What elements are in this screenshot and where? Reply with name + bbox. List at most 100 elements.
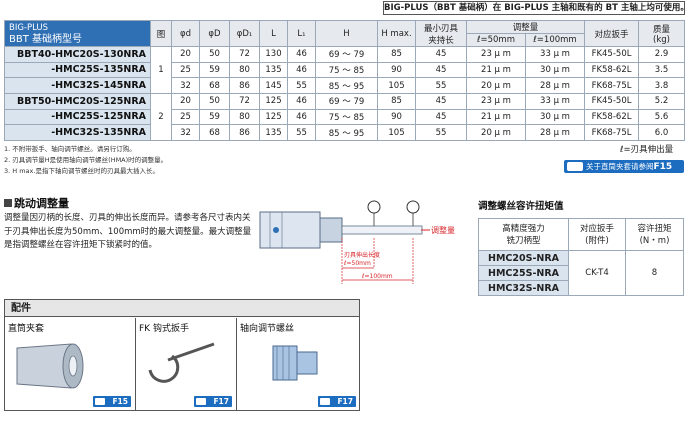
- col-adjust: 调整量: [465, 20, 586, 34]
- straight-collet-icon: [16, 343, 84, 389]
- pointing-hand-icon: [95, 398, 105, 405]
- model-cell: -HMC32S-145NRA: [4, 77, 151, 94]
- accessory-label: FK 钩式扳手: [139, 324, 189, 334]
- cell-adj100: 28 μ m: [524, 77, 586, 94]
- tool-shank: [341, 225, 423, 235]
- cell-wrench: FK58-62L: [584, 61, 640, 79]
- torque-col-model: 高精度强力铣刀柄型: [478, 218, 569, 251]
- col-min-grip: 最小刃具 夹持长: [415, 20, 467, 47]
- axial-screw-icon: [273, 227, 279, 233]
- cell-adj50: 20 μ m: [466, 77, 526, 94]
- footnote: 3. H max.是指下轴向调节螺丝时的刃具最大插入长。: [4, 167, 159, 175]
- mass-line2: (kg): [653, 34, 670, 45]
- accessory-hook-wrench[interactable]: FK 钩式扳手 F17: [136, 318, 237, 411]
- cell-l: 125: [259, 108, 288, 126]
- torque-value-line1: 容许扭矩: [637, 223, 672, 234]
- cell-d: 25: [171, 108, 200, 126]
- section-body: 调整量因刃柄的长度、刃具的伸出长度而异。请参考各尺寸表内关于刃具伸出长度为50m…: [4, 213, 252, 250]
- torque-model-line1: 高精度强力: [502, 223, 545, 234]
- screw-ref-link[interactable]: F17: [318, 396, 356, 407]
- model-cell: -HMC25S-135NRA: [4, 61, 151, 79]
- cell-l1: 55: [287, 77, 316, 94]
- cell-wrench: FK58-62L: [584, 108, 640, 126]
- col-d: φd: [171, 20, 200, 47]
- accessory-axial-screw[interactable]: 轴向调节螺丝 F17: [237, 318, 360, 411]
- torque-title: 调整螺丝容许扭矩值: [478, 201, 564, 212]
- l50-label: ℓ=50mm: [343, 260, 371, 267]
- l100-label: ℓ=100mm: [361, 273, 393, 280]
- cell-d: 50: [199, 46, 230, 63]
- cell-mass: 2.9: [638, 46, 686, 63]
- cell-mass: 3.5: [638, 61, 686, 79]
- cell-adj100: 33 μ m: [524, 92, 586, 110]
- accessory-ref: F17: [337, 397, 353, 406]
- collet-reference-link[interactable]: 关于直筒夹套请参阅F15: [564, 160, 684, 173]
- cell-d: 50: [199, 92, 230, 110]
- cell-adj100: 33 μ m: [524, 46, 586, 63]
- model-cell: BBT50-HMC20S-125NRA: [4, 92, 151, 110]
- pointing-hand-icon: [567, 162, 583, 171]
- footnote: 1. 不附带扳手、轴向调节螺丝。请另行订购。: [4, 145, 136, 153]
- cell-d: 32: [171, 77, 200, 94]
- torque-model: HMC20S-NRA: [478, 250, 569, 266]
- collet-ref-link[interactable]: F15: [93, 396, 131, 407]
- axial-screw-icon: [272, 345, 318, 381]
- hook-wrench-icon: [148, 342, 215, 383]
- cell-grip: 45: [415, 61, 467, 79]
- model-header: BIG-PLUS BBT 基础柄型号: [4, 20, 151, 47]
- cell-grip: 45: [415, 92, 467, 110]
- pointing-hand-icon: [320, 398, 330, 405]
- accessories-title: 配件: [5, 300, 359, 317]
- adjust-label: 调整量: [431, 225, 455, 235]
- cell-hmax: 90: [377, 108, 416, 126]
- cell-hmax: 105: [377, 124, 416, 141]
- square-bullet-icon: [4, 199, 12, 207]
- model-cell: BBT40-HMC20S-130NRA: [4, 46, 151, 63]
- cell-d1: 86: [229, 77, 260, 94]
- runout-diagram: 调整量 刃具伸出长度 ℓ=50mm ℓ=100mm: [259, 200, 455, 284]
- compatibility-badge: BIG-PLUS（BBT 基础柄）在 BIG-PLUS 主轴和既有的 BT 主轴…: [383, 1, 685, 15]
- reference-page: F15: [653, 162, 673, 172]
- model-header-line1: BIG-PLUS: [9, 22, 49, 33]
- cell-h: 75 ～ 85: [315, 108, 378, 126]
- accessory-collet[interactable]: 直筒夹套 F15: [5, 318, 136, 411]
- col-fig: 图: [150, 20, 172, 47]
- section-title-text: 跳动调整量: [14, 197, 69, 210]
- holder-nose: [319, 217, 343, 243]
- cell-mass: 6.0: [638, 124, 686, 141]
- cell-adj50: 23 μ m: [466, 46, 526, 63]
- cell-l1: 55: [287, 124, 316, 141]
- cell-d: 59: [199, 61, 230, 79]
- torque-col-value: 容许扭矩(N・m): [625, 218, 684, 251]
- cell-mass: 3.8: [638, 77, 686, 94]
- cell-d: 68: [199, 124, 230, 141]
- cell-hmax: 85: [377, 46, 416, 63]
- cell-wrench: FK45-50L: [584, 46, 640, 63]
- torque-value: 8: [625, 250, 684, 296]
- wrench-ref-link[interactable]: F17: [194, 396, 232, 407]
- pointing-hand-icon: [196, 398, 206, 405]
- cell-l: 135: [259, 124, 288, 141]
- cell-l1: 46: [287, 108, 316, 126]
- col-wrench: 对应扳手: [584, 20, 640, 47]
- col-D: φD: [199, 20, 230, 47]
- col-L1: L₁: [287, 20, 316, 47]
- torque-wrench-line1: 对应扳手: [579, 223, 614, 234]
- torque-value-line2: (N・m): [639, 235, 670, 246]
- cell-h: 75 ～ 85: [315, 61, 378, 79]
- min-grip-line1: 最小刃具: [423, 23, 458, 34]
- cell-adj100: 28 μ m: [524, 124, 586, 141]
- cell-d: 32: [171, 124, 200, 141]
- torque-model: HMC32S-NRA: [478, 280, 569, 296]
- cell-l: 135: [259, 61, 288, 79]
- torque-col-wrench: 对应扳手(附件): [568, 218, 626, 251]
- col-adj50: ℓ=50mm: [466, 33, 526, 47]
- accessory-label: 轴向调节螺丝: [240, 324, 295, 334]
- fig-cell: 2: [150, 92, 172, 142]
- cell-adj100: 30 μ m: [524, 108, 586, 126]
- cell-d1: 72: [229, 92, 260, 110]
